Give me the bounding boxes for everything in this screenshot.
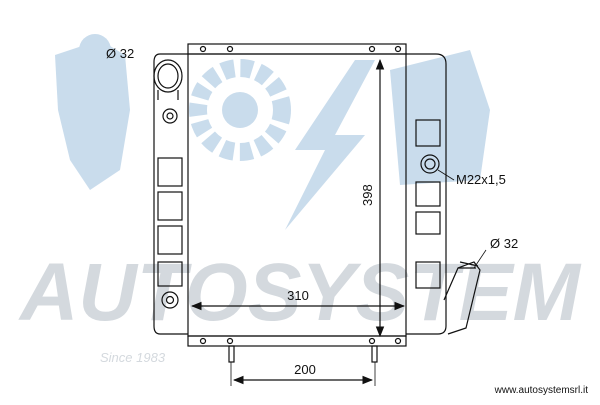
watermark-tagline: Since 1983	[100, 350, 166, 365]
label-right-fitting: M22x1,5	[456, 172, 506, 187]
left-upper-boss	[162, 108, 178, 124]
watermark: AUTOSYSTEM Since 1983	[18, 34, 582, 365]
mounting-pins	[228, 345, 378, 363]
bottom-flange	[187, 335, 407, 347]
labels: Ø 32 M22x1,5 Ø 32 398 310 200	[106, 46, 518, 377]
left-tank-ribs	[157, 157, 183, 287]
left-tank	[153, 53, 188, 335]
label-width-dimension: 310	[287, 288, 309, 303]
label-right-pipe: Ø 32	[490, 236, 518, 251]
right-tank	[406, 53, 447, 335]
top-flange	[187, 43, 407, 55]
label-top-left-pipe: Ø 32	[106, 46, 134, 61]
right-fitting	[420, 154, 440, 174]
website-url[interactable]: www.autosystemsrl.it	[494, 385, 589, 396]
watermark-brand: AUTOSYSTEM	[18, 247, 582, 338]
right-outlet-pipe	[443, 249, 487, 335]
watermark-logo	[55, 34, 490, 230]
left-lower-boss	[161, 291, 179, 309]
dimension-lines	[190, 58, 406, 386]
label-bracket-dimension: 200	[294, 362, 316, 377]
right-tank-ribs	[415, 119, 441, 289]
flange-rivets	[199, 45, 402, 345]
label-height-dimension: 398	[360, 184, 375, 206]
top-left-inlet-pipe	[153, 59, 183, 93]
radiator	[153, 43, 487, 363]
